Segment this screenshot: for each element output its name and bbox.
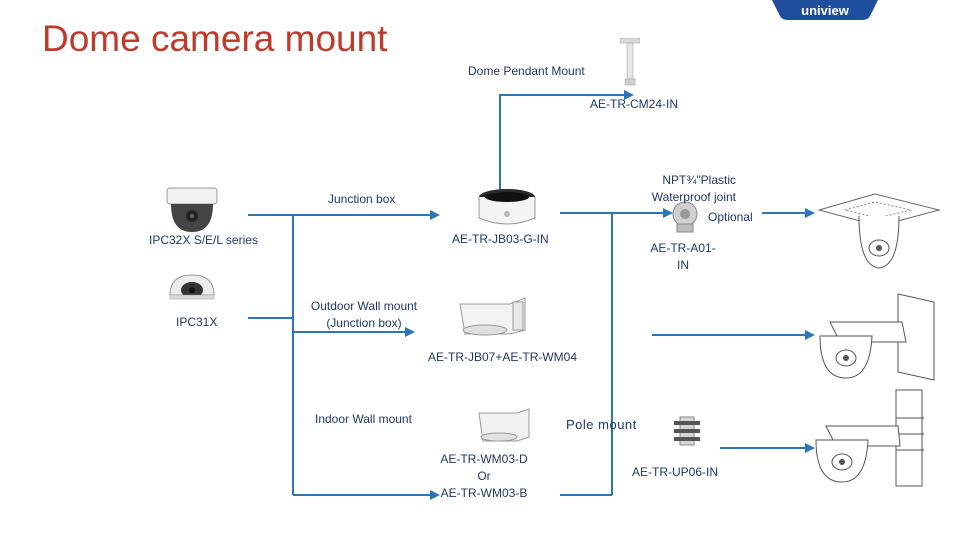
- logo-text: uniview: [801, 3, 850, 18]
- pole-install-icon: [815, 389, 924, 487]
- junction-box-model: AE-TR-JB03-G-IN: [452, 232, 549, 246]
- ceiling-install-icon: [817, 193, 941, 269]
- slide-title: Dome camera mount: [42, 18, 388, 59]
- waterproof-joint-icon: [672, 201, 698, 233]
- indoor-wall-mount-label: Indoor Wall mount: [315, 412, 412, 426]
- indoor-wall-mount-icon: [478, 408, 530, 442]
- junction-box-label: Junction box: [328, 192, 396, 206]
- wall-install-icon: [819, 293, 935, 381]
- junction-box-icon: [478, 189, 536, 225]
- npt-joint-label: NPT¾"Plastic Waterproof joint: [651, 173, 736, 204]
- uniview-logo: uniview: [772, 0, 878, 20]
- pendant-mount-label: Dome Pendant Mount: [468, 64, 585, 78]
- mini-dome-camera-icon: [169, 274, 215, 300]
- dome-camera-icon: [166, 187, 218, 232]
- joint-model: AE-TR-A01- IN: [650, 241, 716, 272]
- outdoor-wall-mount-model: AE-TR-JB07+AE-TR-WM04: [428, 350, 578, 364]
- pole-mount-label: Pole mount: [566, 417, 637, 432]
- optional-label: Optional: [708, 210, 753, 224]
- indoor-wall-mount-model: AE-TR-WM03-D Or AE-TR-WM03-B: [440, 452, 528, 500]
- outdoor-wall-mount-label: Outdoor Wall mount (Junction box): [310, 299, 418, 330]
- pole-mount-model: AE-TR-UP06-IN: [632, 465, 719, 479]
- pole-mount-adapter-icon: [674, 416, 700, 446]
- pendant-mount-model: AE-TR-CM24-IN: [590, 97, 679, 111]
- wall-mount-icon: [459, 297, 526, 336]
- pendant-mount-icon: [620, 38, 640, 86]
- ipc32x-label: IPC32X S/E/L series: [149, 233, 258, 247]
- ipc31x-label: IPC31X: [176, 315, 218, 329]
